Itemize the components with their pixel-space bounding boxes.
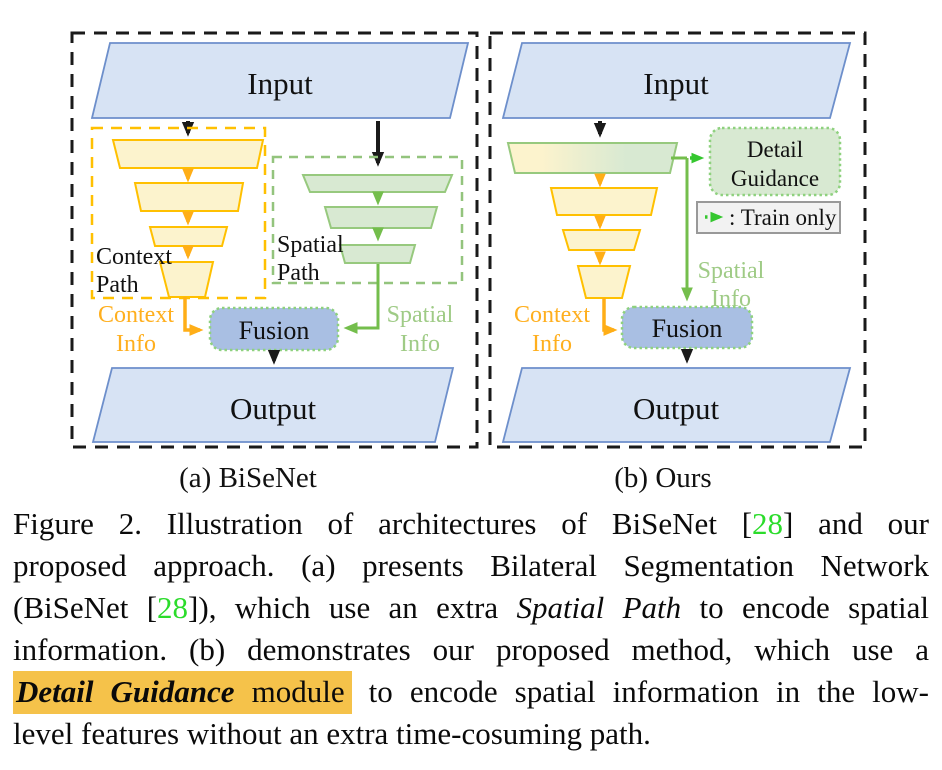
caption-text: Figure 2. Illustration of architectures … xyxy=(13,506,753,541)
output-label: Output xyxy=(633,391,720,426)
fusion-box xyxy=(620,305,754,350)
caption-line-4: information. (b) demonstrates our propos… xyxy=(13,629,929,671)
caption-line-3: (BiSeNet [28]), which use an extra Spati… xyxy=(13,587,929,629)
spatial-stage-3 xyxy=(338,244,417,264)
backbone-stage-2 xyxy=(549,187,659,216)
detail-guidance-box xyxy=(708,126,842,197)
caption-text: level features without an extra time-cos… xyxy=(13,716,651,751)
context-info-label-2: Info xyxy=(532,331,572,357)
context-info-label-1: Context xyxy=(514,302,590,328)
figure-caption: Figure 2. Illustration of architectures … xyxy=(13,503,929,755)
caption-emphasis: Detail Guidance xyxy=(16,674,235,709)
context-info-label-2: Info xyxy=(116,331,156,357)
figure-diagram: Input Context Path Spatial Path Context … xyxy=(70,31,867,494)
backbone-stage-1-gradient xyxy=(506,142,679,174)
backbone-stage-4 xyxy=(576,265,632,299)
panel-a-border xyxy=(70,31,479,449)
spatial-path-label-1: Spatial xyxy=(277,232,344,258)
caption-text: to encode spatial xyxy=(681,590,930,625)
spatial-info-label-2: Info xyxy=(400,331,440,357)
context-stage-2 xyxy=(133,182,245,212)
panel-a: Input Context Path Spatial Path Context … xyxy=(70,31,479,494)
caption-text: ] and our xyxy=(783,506,929,541)
highlighted-phrase: Detail Guidance module xyxy=(13,671,352,714)
backbone-stage-3 xyxy=(561,229,642,251)
caption-line-2: proposed approach. (a) presents Bilatera… xyxy=(13,545,929,587)
panel-b-caption: (b) Ours xyxy=(614,462,711,494)
spatial-info-label-1: Spatial xyxy=(698,258,765,284)
spatial-path-box xyxy=(271,155,464,285)
spatial-stage-1 xyxy=(301,174,454,193)
output-shape xyxy=(501,367,852,443)
spatial-info-label-1: Spatial xyxy=(387,302,454,328)
context-stage-1 xyxy=(111,139,265,169)
caption-text: proposed approach. (a) presents Bilatera… xyxy=(13,548,929,583)
panel-b-border xyxy=(488,31,867,449)
fusion-label: Fusion xyxy=(652,314,723,343)
input-label: Input xyxy=(247,66,313,101)
caption-text: information. (b) demonstrates our propos… xyxy=(13,632,929,667)
caption-line-1: Figure 2. Illustration of architectures … xyxy=(13,503,929,545)
caption-text: ]), which use an extra xyxy=(188,590,517,625)
context-path-box xyxy=(90,126,267,300)
output-label: Output xyxy=(230,391,317,426)
caption-emphasis: Spatial Path xyxy=(516,590,682,625)
context-info-arrow xyxy=(602,298,618,336)
caption-text: module xyxy=(234,674,345,709)
input-label: Input xyxy=(643,66,709,101)
context-stage-3 xyxy=(148,226,229,247)
context-info-arrow xyxy=(183,297,204,336)
train-only-label: : Train only xyxy=(729,205,837,230)
context-stage-4 xyxy=(158,261,215,298)
panel-a-caption: (a) BiSeNet xyxy=(179,462,317,494)
output-shape xyxy=(91,367,455,443)
spatial-stage-2 xyxy=(323,206,439,229)
caption-text: to encode spatial information in the low… xyxy=(351,674,929,709)
detail-guidance-label-1: Detail xyxy=(747,137,803,162)
spatial-path-label-2: Path xyxy=(277,260,320,286)
detail-guidance-label-2: Guidance xyxy=(731,166,819,191)
panel-b: Input Detail Guidance : Train only Conte… xyxy=(488,31,867,494)
context-path-label-2: Path xyxy=(96,272,139,298)
citation-ref: 28 xyxy=(157,590,189,625)
context-info-label-1: Context xyxy=(98,302,174,328)
spatial-info-arrow xyxy=(343,264,380,334)
caption-text: (BiSeNet [ xyxy=(13,590,158,625)
caption-line-6: level features without an extra time-cos… xyxy=(13,713,929,755)
context-path-label-1: Context xyxy=(96,244,172,270)
input-shape xyxy=(501,42,852,119)
citation-ref: 28 xyxy=(752,506,784,541)
caption-line-5: Detail Guidance module to encode spatial… xyxy=(13,671,929,714)
fusion-label: Fusion xyxy=(239,316,310,345)
input-shape xyxy=(90,42,470,119)
